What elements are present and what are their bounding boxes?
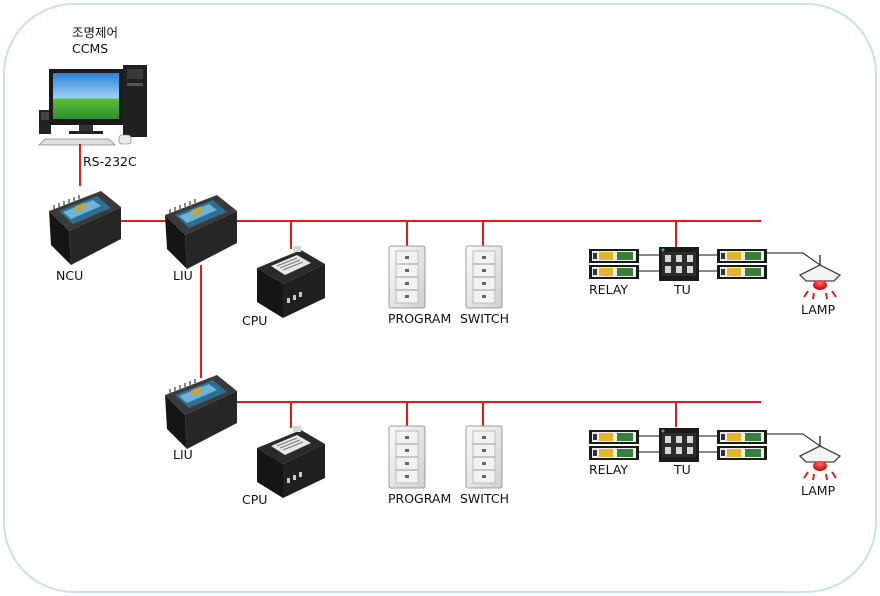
tu-label-row1: TU [674, 282, 691, 297]
lamp-label-row2: LAMP [801, 483, 836, 498]
program-switch-plate-row2 [388, 425, 426, 489]
tu-device-row2 [659, 428, 699, 462]
relay-top-right-row2 [717, 430, 767, 444]
relay-label-row1: RELAY [589, 282, 629, 297]
program-label-row1: PROGRAM [388, 311, 452, 326]
relay-label-row2: RELAY [589, 462, 629, 477]
switch-plate-row2 [465, 425, 503, 489]
lamp-wiring [639, 252, 821, 453]
computer-icon [38, 65, 147, 146]
switch-plate-row1 [465, 245, 503, 309]
rs232c-label: RS-232C [83, 154, 137, 169]
computer-title-ko: 조명제어 [72, 25, 119, 40]
relay-top-left-row2 [589, 430, 639, 444]
diagram-frame [3, 3, 877, 593]
bus-lines [79, 144, 761, 428]
ncu-label: NCU [56, 268, 84, 283]
relay-bottom-right-row1 [717, 265, 767, 279]
program-label-row2: PROGRAM [388, 491, 452, 506]
relay-bottom-right-row2 [717, 446, 767, 460]
tu-device-row1 [659, 247, 699, 281]
liu-label-row2: LIU [173, 447, 193, 462]
relay-bottom-left-row1 [589, 265, 639, 279]
relay-top-right-row1 [717, 249, 767, 263]
switch-label-row1: SWITCH [460, 311, 510, 326]
lamp-label-row1: LAMP [801, 302, 836, 317]
switch-label-row2: SWITCH [460, 491, 510, 506]
liu-label-row1: LIU [173, 268, 193, 283]
relay-bottom-left-row2 [589, 446, 639, 460]
program-switch-plate-row1 [388, 245, 426, 309]
cpu-label-row2: CPU [242, 492, 268, 507]
tu-label-row2: TU [674, 462, 691, 477]
relay-top-left-row1 [589, 249, 639, 263]
cpu-label-row1: CPU [242, 313, 268, 328]
computer-title-en: CCMS [72, 41, 109, 56]
